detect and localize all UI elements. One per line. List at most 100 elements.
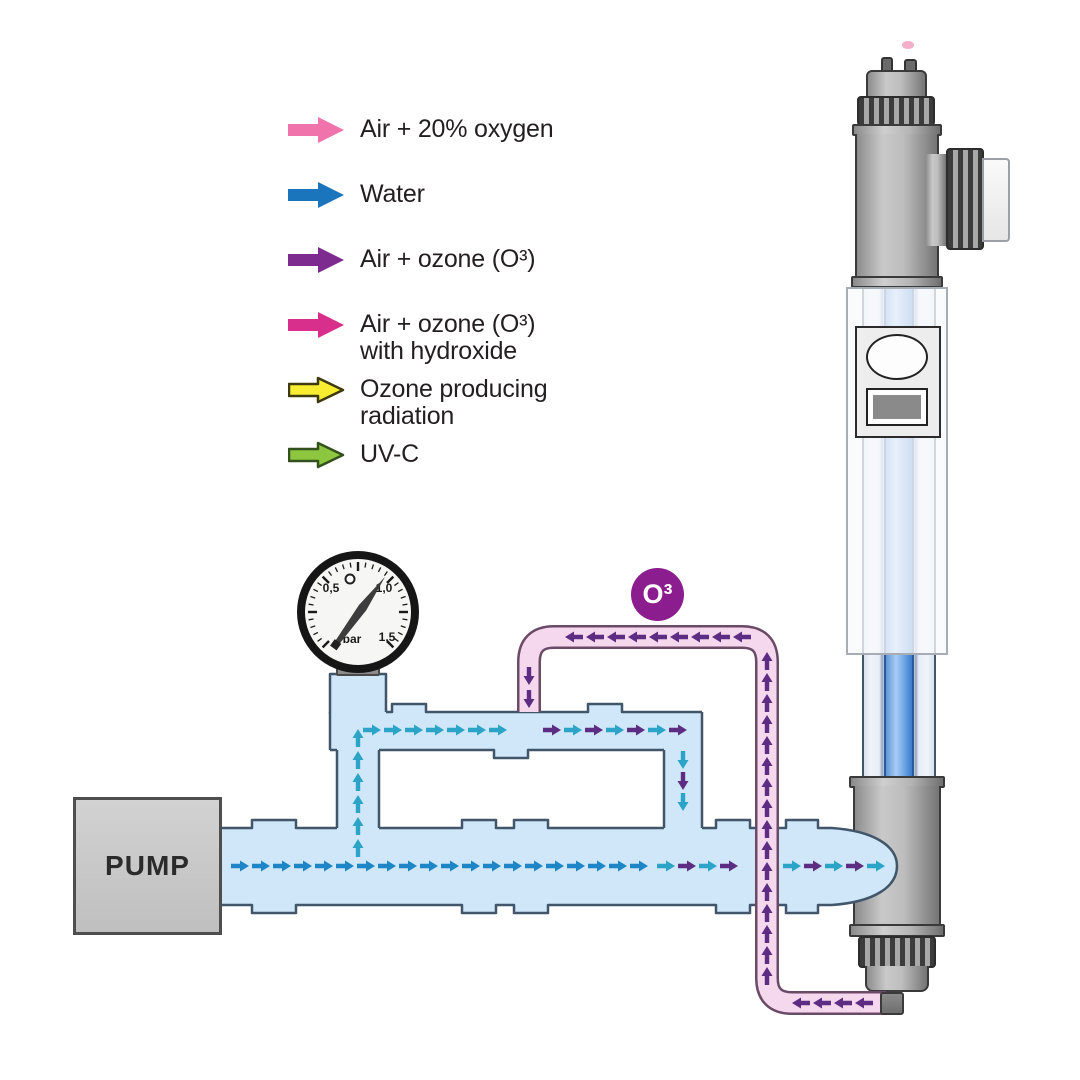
flow-arrow	[543, 724, 561, 736]
gauge-tick	[386, 575, 395, 584]
flow-arrow	[352, 817, 364, 835]
gauge-tick	[394, 637, 399, 642]
pump-label: PUMP	[105, 850, 190, 881]
flow-arrow	[834, 997, 852, 1009]
flow-arrow	[761, 904, 773, 922]
flow-arrow	[761, 883, 773, 901]
flow-arrow	[565, 631, 583, 643]
flow-arrow	[447, 724, 465, 736]
flow-arrow	[792, 997, 810, 1009]
gauge-unit-label: bar	[343, 632, 362, 646]
gauge-tick	[386, 640, 395, 649]
gauge-tick	[377, 567, 382, 573]
flow-arrow	[720, 860, 738, 872]
flow-arrow	[523, 690, 535, 708]
flow-arrow	[231, 860, 249, 872]
flow-arrow	[733, 631, 751, 643]
flow-arrow	[813, 997, 831, 1009]
gauge-tick	[310, 595, 316, 599]
gauge-tick-label: 0,5	[323, 581, 340, 595]
flow-arrow	[585, 724, 603, 736]
gauge-tick	[394, 582, 399, 587]
flow-arrow	[761, 736, 773, 754]
flow-arrow	[441, 860, 459, 872]
flow-arrow	[315, 860, 333, 872]
gauge-tick	[321, 575, 330, 584]
uv-panel-screen	[873, 395, 921, 419]
legend-label: Air + 20% oxygen	[360, 115, 554, 143]
gauge-tick	[371, 564, 375, 570]
flow-arrow	[855, 997, 873, 1009]
gauge-tick	[402, 603, 408, 606]
flow-arrow	[352, 729, 364, 747]
flow-arrow	[657, 860, 675, 872]
flow-arrow	[489, 724, 507, 736]
flow-arrow	[691, 631, 709, 643]
flow-arrow	[761, 841, 773, 859]
flow-arrow	[405, 724, 423, 736]
flow-arrow	[352, 773, 364, 791]
flow-arrow	[588, 860, 606, 872]
gauge-needle	[330, 576, 386, 651]
legend-arrow-ozone-radiation	[288, 376, 345, 404]
flow-arrow	[504, 860, 522, 872]
legend-label: UV-C	[360, 440, 419, 468]
flow-arrow	[607, 631, 625, 643]
gauge-screw	[344, 573, 356, 585]
uv-panel-indicator-oval	[866, 334, 928, 380]
gauge-tick	[308, 618, 314, 621]
uv-upper-body	[855, 134, 939, 280]
flow-arrow	[669, 724, 687, 736]
flow-arrow	[378, 860, 396, 872]
legend-arrow-water	[288, 182, 344, 208]
gauge-tick	[313, 588, 319, 593]
gauge-tick-label: 1,5	[379, 630, 396, 644]
gauge-tick	[400, 595, 406, 599]
gauge-tick	[321, 640, 330, 649]
legend-arrow-air-ozone	[288, 247, 344, 273]
legend-label: Water	[360, 180, 425, 208]
flow-arrow	[273, 860, 291, 872]
legend-arrow-uvc	[288, 441, 345, 469]
flow-arrow	[483, 860, 501, 872]
flow-arrow	[252, 860, 270, 872]
flow-arrow	[677, 772, 689, 790]
uv-outlet-stub	[982, 158, 1010, 242]
flow-arrow	[525, 860, 543, 872]
flow-arrow	[761, 925, 773, 943]
flow-arrow	[352, 839, 364, 857]
flow-arrow	[761, 652, 773, 670]
flow-arrow	[761, 862, 773, 880]
flow-arrow	[627, 724, 645, 736]
flow-arrow	[804, 860, 822, 872]
flow-arrow	[363, 724, 381, 736]
ozone-badge-text: O³	[642, 579, 673, 609]
gauge-tick	[349, 562, 352, 568]
flow-arrow	[677, 793, 689, 811]
flow-arrow	[678, 860, 696, 872]
flow-arrow	[783, 860, 801, 872]
gauge-tick	[397, 588, 403, 593]
flow-arrow	[586, 631, 604, 643]
flow-arrow	[761, 694, 773, 712]
flow-arrow	[609, 860, 627, 872]
ozone-badge: O³	[631, 568, 684, 621]
flow-arrow	[399, 860, 417, 872]
flow-arrow	[649, 631, 667, 643]
pump-box: PUMP	[73, 797, 222, 935]
uv-bottom-collar	[858, 936, 936, 968]
gauge-tick	[317, 637, 322, 642]
flow-arrow	[670, 631, 688, 643]
flow-arrow	[677, 751, 689, 769]
flow-arrow	[426, 724, 444, 736]
gauge-tick	[400, 625, 406, 629]
gauge-tick	[308, 603, 314, 606]
flow-arrow	[462, 860, 480, 872]
flow-arrow	[825, 860, 843, 872]
flow-arrow	[384, 724, 402, 736]
gauge-tick	[402, 618, 408, 621]
flow-arrow	[352, 751, 364, 769]
